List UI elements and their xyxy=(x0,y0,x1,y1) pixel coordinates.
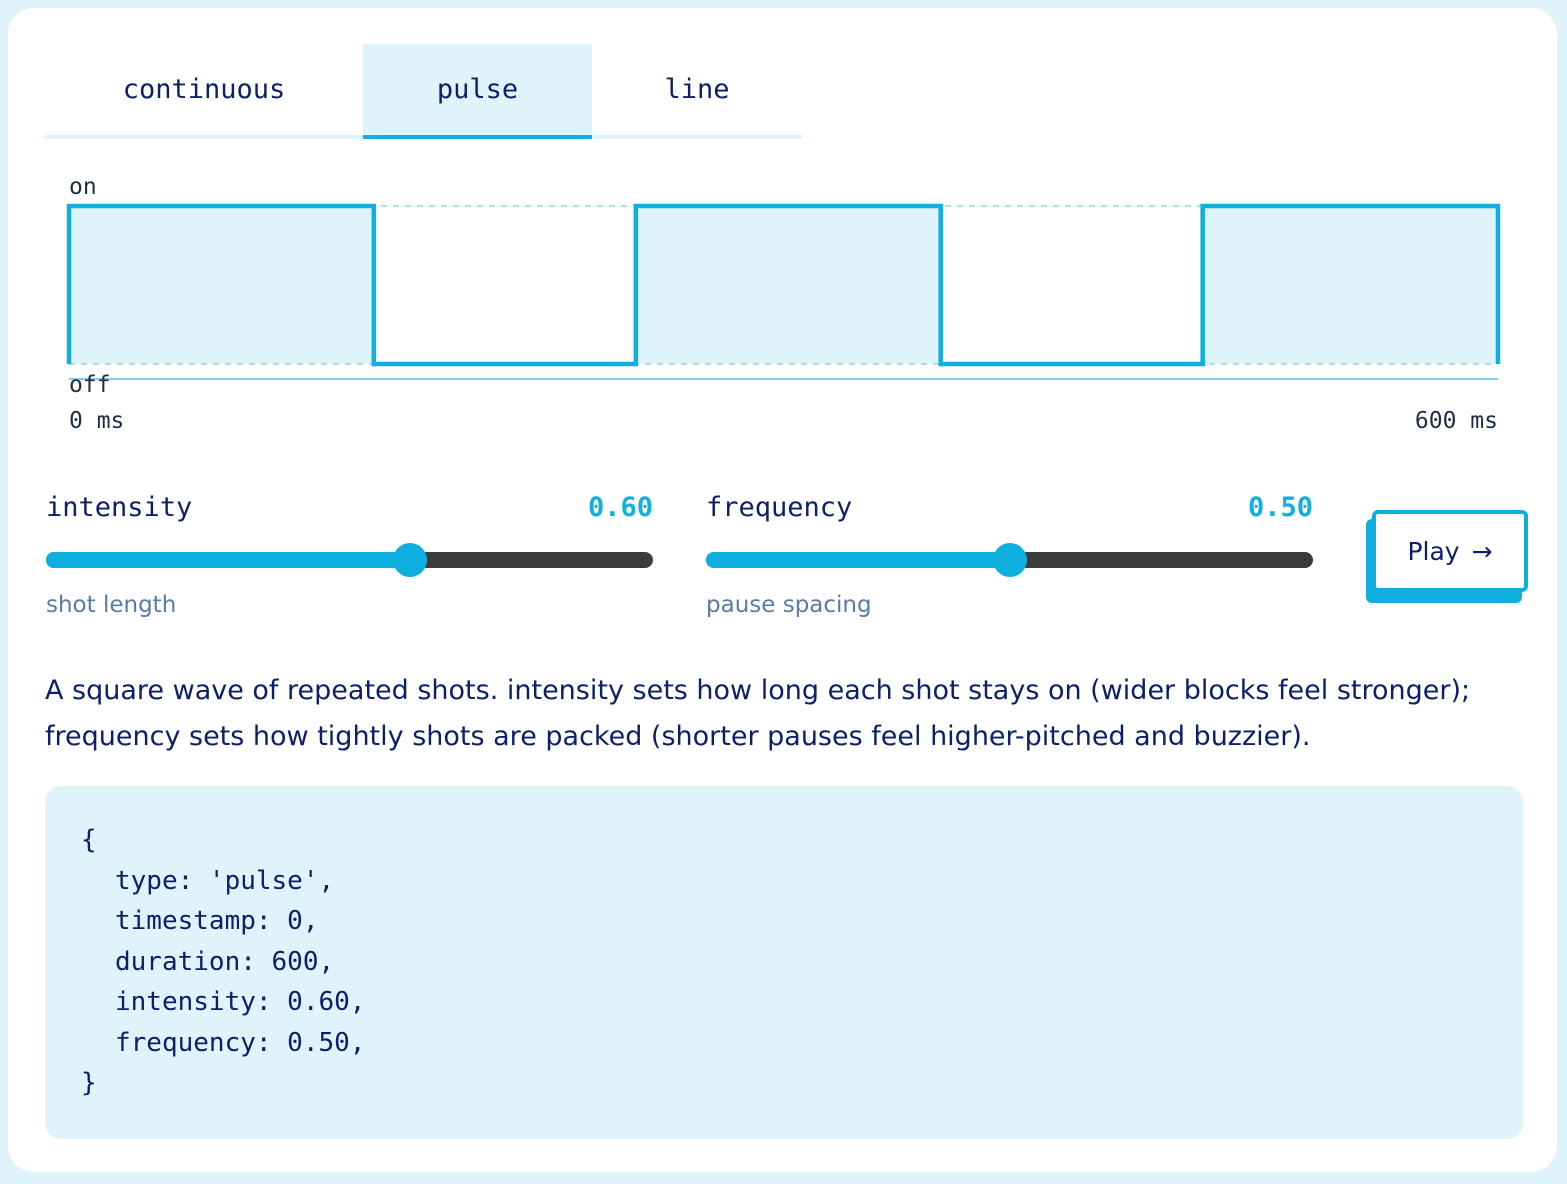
code-close-brace: } xyxy=(81,1068,97,1098)
code-line: timestamp: 0, xyxy=(115,906,319,936)
pulse-block-fill xyxy=(69,206,374,364)
pattern-card: continuous pulse line on off 0 ms 600 ms… xyxy=(8,8,1557,1172)
intensity-slider-fill xyxy=(46,552,411,568)
x-label-end: 600 ms xyxy=(1414,408,1498,434)
frequency-value: 0.50 xyxy=(1247,492,1313,523)
intensity-slider-thumb[interactable] xyxy=(393,543,428,577)
intensity-value: 0.60 xyxy=(587,492,653,523)
pattern-description: A square wave of repeated shots. intensi… xyxy=(45,675,1471,752)
square-wave-line xyxy=(66,203,1501,367)
code-block: { type: 'pulse', timestamp: 0, duration: 60… xyxy=(45,786,1523,1139)
code-line: frequency: 0.50, xyxy=(115,1027,366,1058)
pulse-block-fill xyxy=(1202,206,1498,364)
y-label-on: on xyxy=(69,174,97,200)
pulse-block-fill xyxy=(635,206,941,364)
frequency-slider-thumb[interactable] xyxy=(992,543,1027,577)
intensity-label: intensity xyxy=(46,492,193,523)
pattern-tabs: continuous pulse line xyxy=(45,44,802,139)
code-open-brace: { xyxy=(81,825,97,855)
waveform-chart xyxy=(66,203,1501,380)
x-label-start: 0 ms xyxy=(69,408,125,434)
code-line: intensity: 0.60, xyxy=(115,987,366,1017)
play-button[interactable]: Play → xyxy=(1372,510,1528,592)
y-label-off: off xyxy=(69,372,111,398)
intensity-slider[interactable] xyxy=(46,543,653,577)
code-line: duration: 600, xyxy=(115,946,335,977)
tab-continuous[interactable]: continuous xyxy=(122,74,286,105)
tab-pulse[interactable]: pulse xyxy=(363,44,592,139)
frequency-caption: pause spacing xyxy=(706,592,872,618)
play-button-label: Play xyxy=(1407,536,1460,566)
frequency-label: frequency xyxy=(706,492,853,523)
tab-line[interactable]: line xyxy=(664,74,730,105)
arrow-right-icon: → xyxy=(1471,536,1493,566)
code-line: type: 'pulse', xyxy=(115,865,335,896)
intensity-caption: shot length xyxy=(46,592,177,618)
frequency-slider-fill xyxy=(706,552,1010,568)
frequency-slider[interactable] xyxy=(706,543,1313,577)
